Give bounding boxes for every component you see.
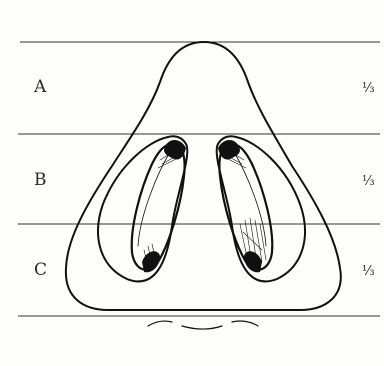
zone-b-fraction: ⅓ — [362, 174, 375, 189]
zone-b-label: B — [34, 170, 47, 190]
zone-c-label: C — [34, 260, 47, 280]
zone-a-label: A — [33, 77, 47, 97]
nostril-left-inner-line — [138, 152, 170, 246]
zone-c-fraction: ⅓ — [362, 264, 375, 279]
upper-lip-strokes — [148, 321, 258, 329]
nostril-top-shading — [158, 140, 246, 168]
nose-outline — [66, 42, 341, 310]
zone-a-fraction: ⅓ — [362, 81, 375, 96]
